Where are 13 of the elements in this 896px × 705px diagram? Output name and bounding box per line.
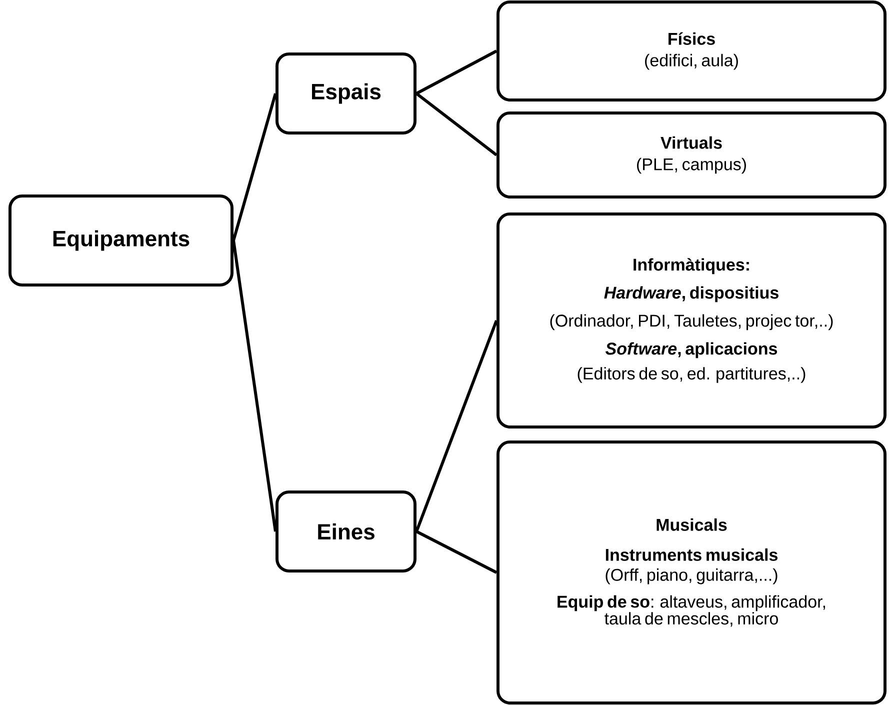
connector-line bbox=[415, 320, 498, 532]
connector-line bbox=[416, 92, 498, 156]
rounded-box: Musicals Instruments musicals (Orff, piano, guitarra,...) Equip de so: altaveus, amplificador, taula de mescles, micro bbox=[496, 440, 886, 704]
connector-line bbox=[232, 240, 277, 532]
rounded-box: Espais bbox=[276, 52, 416, 134]
connector-line bbox=[416, 50, 498, 95]
rounded-box: Físics (edifici, aula) bbox=[496, 0, 886, 102]
rounded-box: Eines bbox=[276, 490, 416, 572]
rounded-box: Virtuals (PLE, campus) bbox=[496, 112, 886, 198]
rounded-box: Informàtiques: Hardware, dispositius (Ordinador, PDI, Tauletes, projec tor,..) Software, aplicacions (Editors de so, ed. partitures,..) bbox=[496, 212, 886, 428]
rounded-box: Equipaments bbox=[8, 194, 234, 286]
connector-line bbox=[232, 93, 277, 241]
connector-line bbox=[416, 530, 498, 574]
